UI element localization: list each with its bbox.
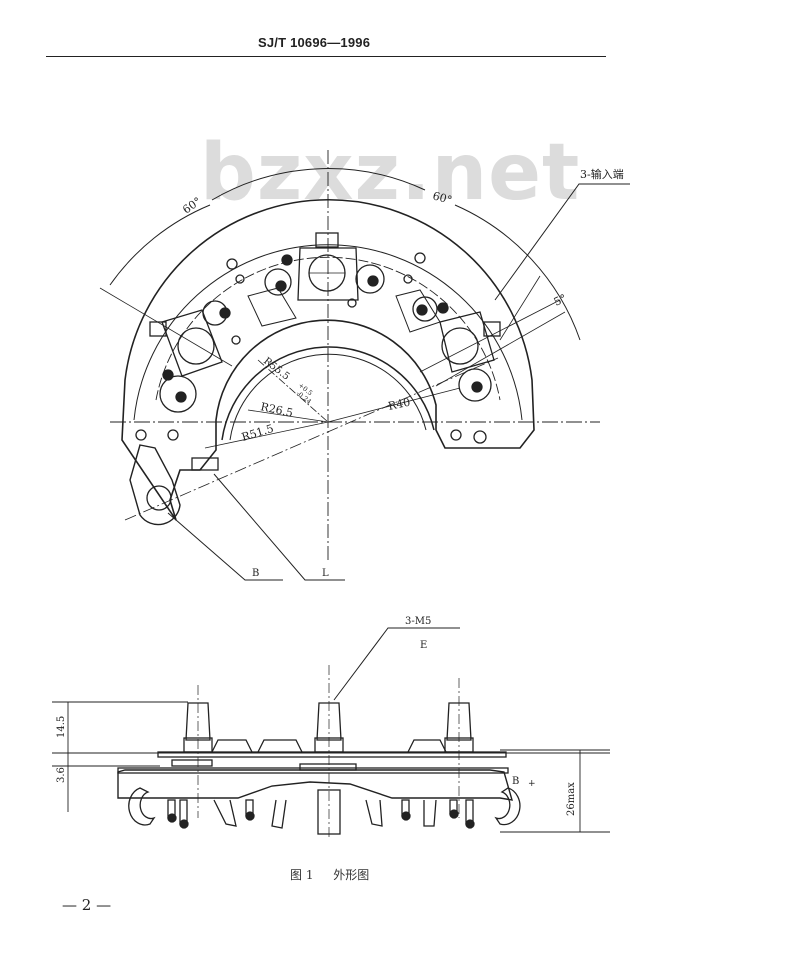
dim-total-height: 26max <box>566 782 577 816</box>
radius-mid-label: R40 <box>387 396 411 413</box>
callout-sub: E <box>420 640 427 651</box>
diode-icon <box>159 254 492 413</box>
figure-title: 外形图 <box>333 868 370 882</box>
stud-icon <box>183 702 474 753</box>
lead-icon <box>128 787 521 835</box>
side-view <box>52 627 610 840</box>
dim-stud-height: 14.5 <box>56 716 67 738</box>
figure-number: 图 1 <box>290 868 314 882</box>
header-rule <box>46 56 606 57</box>
callout-inputs: 3-输入端 <box>580 167 624 181</box>
angle-left-label: 60° <box>180 195 203 217</box>
page-number: — 2 — <box>62 896 112 914</box>
radius-inner-label: R26.5 <box>259 400 294 420</box>
label-l: L <box>322 568 329 579</box>
angle-right-label: 60° <box>431 189 453 207</box>
dim-plate-height: 3.6 <box>56 767 67 783</box>
angle-small-label: 5° <box>552 292 569 309</box>
terminal-polarity: + <box>528 779 536 789</box>
watermark: bzxz.net <box>200 128 581 218</box>
standard-code: SJ/T 10696—1996 <box>258 35 371 50</box>
callout-thread: 3-M5 <box>405 616 431 627</box>
radius-ref-label: R51.5 <box>240 422 275 444</box>
top-view <box>99 150 630 581</box>
terminal-label: B <box>512 776 519 787</box>
label-b: B <box>252 568 259 579</box>
figure-caption: 图 1 外形图 <box>290 866 385 883</box>
